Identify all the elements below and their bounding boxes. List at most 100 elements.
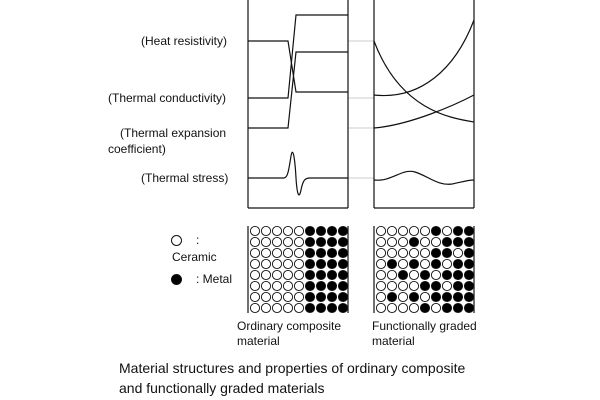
ordinary-metal-particle [315,280,327,292]
ordinary-ceramic-particle [260,247,272,259]
graded-ceramic-particle [386,247,398,259]
graded-metal-particle [463,280,475,292]
ordinary-property-panel [247,0,349,209]
graded-metal-particle [386,291,398,303]
ordinary-ceramic-particle [260,225,272,237]
graded-metal-particle [452,269,464,281]
graded-ceramic-particle [397,236,409,248]
ceramic-legend-label: Ceramic [172,250,217,264]
caption-line2: and functionally graded materials [119,380,325,396]
ordinary-ceramic-particle [249,269,261,281]
ordinary-ceramic-particle [260,302,272,314]
graded-metal-particle [430,247,442,259]
ordinary-ceramic-particle [271,225,283,237]
graded-metal-particle [430,291,442,303]
ordinary-ceramic-particle [260,269,272,281]
graded-ceramic-particle [375,269,387,281]
ordinary-ceramic-particle [249,236,261,248]
graded-ceramic-particle [419,236,431,248]
graded-ceramic-particle [386,302,398,314]
graded-ceramic-particle [408,225,420,237]
ordinary-metal-particle [326,269,338,281]
ordinary-ceramic-particle [293,247,305,259]
ordinary-metal-particle [337,280,349,292]
graded-ceramic-particle [397,291,409,303]
ordinary-ceramic-particle [271,258,283,270]
ordinary-metal-particle [304,236,316,248]
graded-metal-particle [430,280,442,292]
graded-metal-particle [408,258,420,270]
ordinary-metal-particle [337,236,349,248]
ordinary-ceramic-particle [282,269,294,281]
guide-lines [348,40,374,179]
ordinary-metal-particle [337,291,349,303]
label-thermal-conductivity: (Thermal conductivity) [108,91,227,105]
graded-ceramic-particle [386,236,398,248]
ordinary-ceramic-particle [249,280,261,292]
graded-metal-particle [452,302,464,314]
metal-legend-label: : Metal [196,272,233,286]
ordinary-ceramic-particle [282,258,294,270]
ordinary-metal-particle [326,247,338,259]
graded-metal-particle [419,280,431,292]
graded-metal-particle [452,225,464,237]
graded-ceramic-particle [419,258,431,270]
label-thermal-stress: (Thermal stress) [141,171,229,185]
graded-ceramic-particle [397,225,409,237]
graded-metal-particle [397,269,409,281]
ordinary-metal-particle [315,258,327,270]
ordinary-title-line2: material [237,334,280,348]
ceramic-legend-colon: : [196,233,200,247]
ordinary-ceramic-particle [271,269,283,281]
ordinary-metal-particle [326,225,338,237]
ordinary-ceramic-particle [249,247,261,259]
graded-title-line1: Functionally graded [372,319,477,333]
graded-ceramic-particle [408,280,420,292]
ordinary-metal-particle [304,247,316,259]
ordinary-ceramic-particle [293,269,305,281]
graded-ceramic-particle [375,247,387,259]
ordinary-ceramic-particle [249,291,261,303]
ordinary-ceramic-particle [260,258,272,270]
graded-metal-particle [463,269,475,281]
caption-line1: Material structures and properties of or… [119,360,466,376]
ordinary-metal-particle [304,269,316,281]
graded-ceramic-particle [419,225,431,237]
ordinary-ceramic-particle [282,236,294,248]
graded-metal-particle [441,302,453,314]
graded-ceramic-particle [441,280,453,292]
graded-ceramic-particle [408,269,420,281]
graded-ceramic-particle [397,302,409,314]
ordinary-metal-particle [337,302,349,314]
graded-property-panel [373,0,475,209]
ordinary-metal-particle [337,247,349,259]
graded-ceramic-particle [397,247,409,259]
graded-metal-particle [452,258,464,270]
graded-metal-particle [463,225,475,237]
ordinary-ceramic-particle [271,302,283,314]
graded-metal-particle [452,236,464,248]
graded-metal-particle [452,291,464,303]
ordinary-metal-particle [326,291,338,303]
ordinary-metal-particle [337,258,349,270]
ordinary-heat-resistivity-curve [248,40,348,93]
graded-thermal-expansion-curve [373,94,475,129]
graded-metal-particle [441,291,453,303]
ordinary-metal-particle [315,291,327,303]
graded-ceramic-particle [386,225,398,237]
graded-metal-particle [441,269,453,281]
ordinary-ceramic-particle [293,302,305,314]
ordinary-ceramic-particle [282,280,294,292]
ordinary-ceramic-particle [260,236,272,248]
graded-metal-particle [386,258,398,270]
graded-heat-resistivity-curve [373,40,475,123]
graded-ceramic-particle [452,247,464,259]
ordinary-metal-particle [326,302,338,314]
graded-ceramic-particle [430,302,442,314]
metal-legend-icon [171,274,182,285]
ordinary-ceramic-particle [249,258,261,270]
graded-metal-particle [419,269,431,281]
ordinary-ceramic-particle [293,291,305,303]
ordinary-metal-particle [304,280,316,292]
